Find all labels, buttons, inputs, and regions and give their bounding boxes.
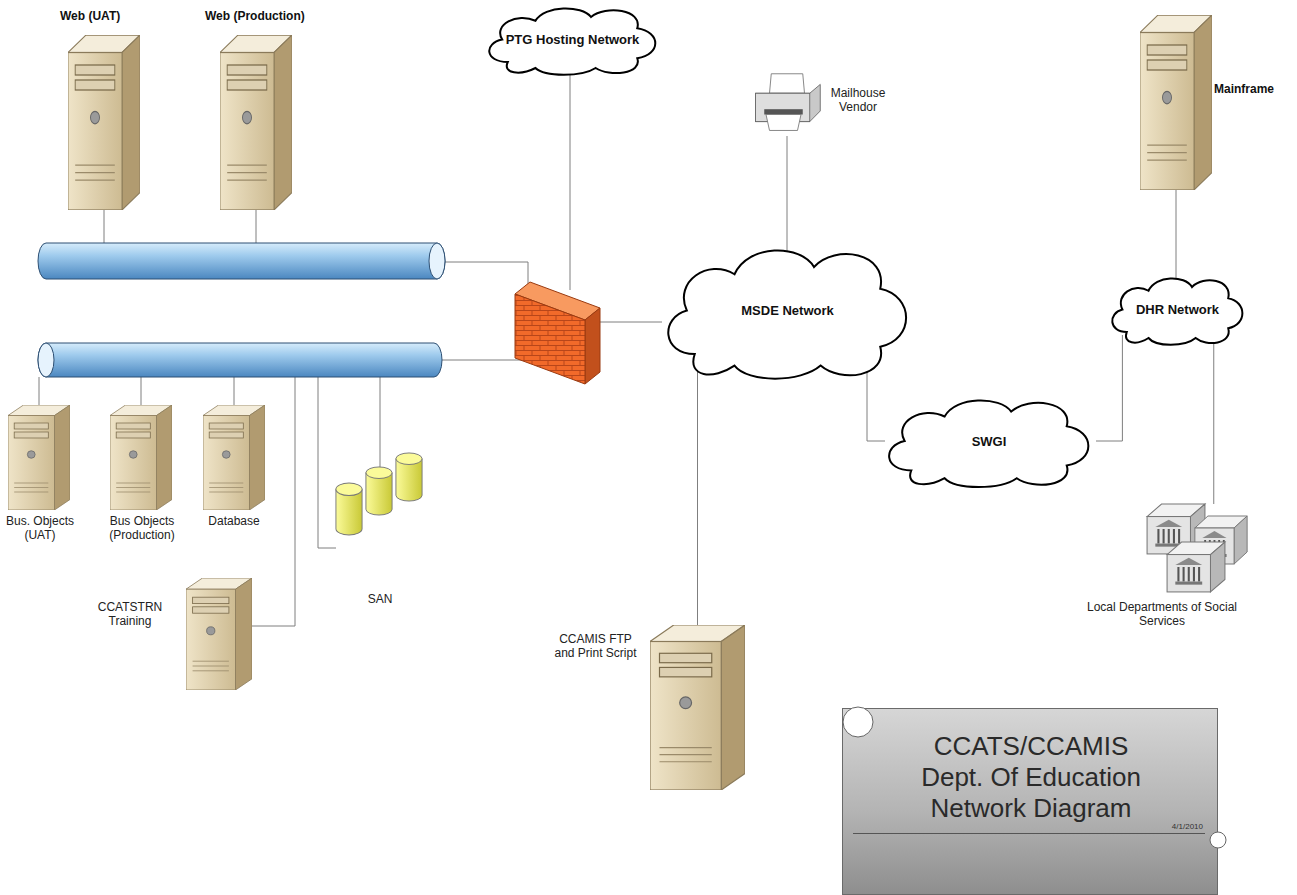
office-icons <box>1075 500 1250 595</box>
server-icon <box>203 405 265 510</box>
cloud-network: PTG Hosting Network <box>480 2 665 77</box>
node-label: Bus Objects (Production) <box>96 514 188 542</box>
cloud-network: MSDE Network <box>655 238 920 383</box>
network-bus <box>38 243 445 377</box>
network-link <box>1176 190 1177 280</box>
node-label: SAN <box>345 592 415 606</box>
diagram-title: CCATS/CCAMIS Dept. Of Education Network … <box>911 731 1151 824</box>
web-server: Web (UAT) <box>60 9 190 210</box>
title-block: CCATS/CCAMIS Dept. Of Education Network … <box>842 708 1218 895</box>
node-label: Mainframe <box>1214 82 1292 96</box>
web-server: Web (Production) <box>205 9 355 210</box>
network-link <box>1213 338 1214 504</box>
local-offices: Local Departments of Social Services <box>1072 500 1252 628</box>
ftp-server: CCAMIS FTP and Print Script <box>548 625 745 790</box>
network-link <box>787 136 788 251</box>
printer-icon <box>752 72 822 134</box>
node-label: CCAMIS FTP and Print Script <box>548 632 643 660</box>
node-label: SWGI <box>900 434 1078 449</box>
mailhouse-printer: Mailhouse Vendor <box>752 72 890 134</box>
node-label: MSDE Network <box>700 303 875 318</box>
firewall <box>515 282 600 384</box>
mainframe: Mainframe <box>1140 15 1292 190</box>
san-storage: SAN <box>335 452 425 606</box>
training-server: CCATSTRN Training <box>85 578 252 690</box>
server-icon <box>68 35 140 210</box>
server-icon <box>650 625 745 790</box>
app-server: Bus. Objects (UAT) <box>0 405 80 542</box>
server-icon <box>110 405 172 510</box>
network-link <box>697 354 698 625</box>
node-label: Local Departments of Social Services <box>1072 600 1252 628</box>
network-link <box>1096 335 1122 441</box>
node-label: Bus. Objects (UAT) <box>0 514 80 542</box>
title-rule <box>853 833 1205 834</box>
network-link <box>867 361 885 441</box>
node-label: Mailhouse Vendor <box>826 86 890 114</box>
storage-icon <box>335 452 425 542</box>
node-label: DHR Network <box>1120 302 1235 317</box>
mainframe-icon <box>1140 15 1212 190</box>
node-label: CCATSTRN Training <box>85 600 175 628</box>
node-label: Database <box>194 514 274 528</box>
node-label: Web (UAT) <box>60 9 190 23</box>
database-server: Database <box>194 405 274 528</box>
server-icon <box>8 405 70 510</box>
server-icon <box>186 578 252 690</box>
app-server: Bus Objects (Production) <box>96 405 188 542</box>
node-label: PTG Hosting Network <box>495 32 650 47</box>
node-label: Web (Production) <box>205 9 355 23</box>
cloud-network: SWGI <box>878 392 1100 490</box>
server-icon <box>220 35 292 210</box>
date-label: 4/1/2010 <box>1172 822 1203 832</box>
cloud-network: DHR Network <box>1105 272 1250 347</box>
